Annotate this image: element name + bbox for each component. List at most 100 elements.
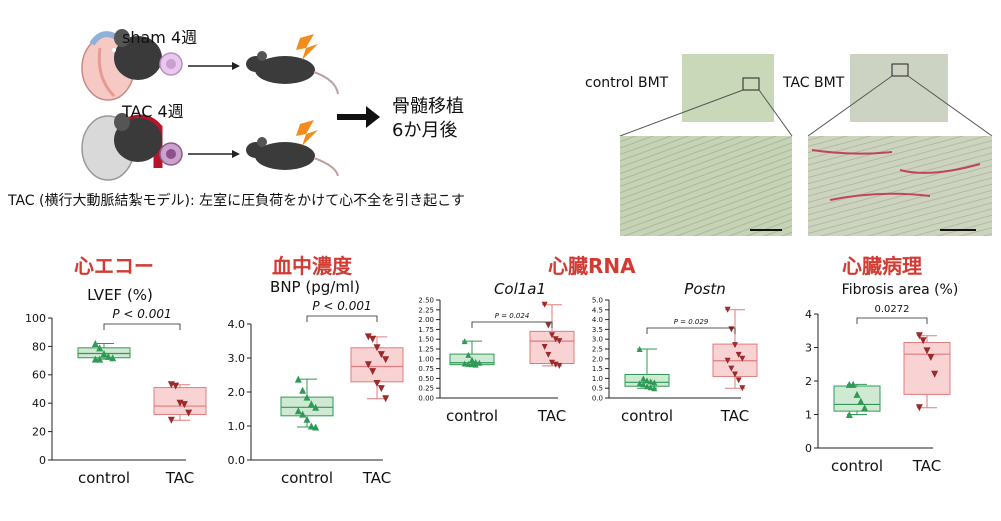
- y-tick-label: 2.00: [418, 316, 434, 324]
- big-right-arrow: [337, 106, 380, 128]
- y-tick-label: 1.0: [592, 375, 603, 383]
- bone-marrow-cell-tac: [159, 142, 183, 166]
- y-tick-label: 0: [805, 442, 812, 455]
- data-point-control: [465, 360, 472, 367]
- data-point-TAC: [377, 351, 385, 359]
- data-point-control: [307, 422, 315, 430]
- data-point-control: [644, 383, 650, 390]
- data-point-control: [640, 375, 647, 382]
- data-point-TAC: [377, 385, 385, 393]
- control-zoom-image: [620, 136, 792, 236]
- x-category-label: TAC: [720, 407, 749, 425]
- y-tick-label: 0.25: [418, 385, 434, 393]
- data-point-control: [472, 361, 479, 368]
- y-tick-label: 0.75: [418, 365, 434, 373]
- data-point-control: [644, 377, 650, 384]
- data-point-TAC: [735, 377, 742, 384]
- data-point-TAC: [369, 335, 377, 343]
- data-point-TAC: [728, 326, 735, 333]
- y-tick-label: 2.25: [418, 306, 434, 314]
- x-category-label: control: [281, 469, 333, 487]
- data-point-TAC: [369, 368, 377, 376]
- x-category-label: control: [831, 457, 883, 475]
- x-category-label: control: [78, 469, 130, 487]
- data-point-control: [303, 415, 311, 423]
- data-point-control: [299, 410, 307, 418]
- data-point-TAC: [739, 355, 746, 362]
- y-tick-label: 2.50: [418, 296, 434, 304]
- data-point-control: [476, 359, 483, 366]
- p-value-label: P < 0.001: [112, 307, 171, 321]
- data-point-control: [640, 381, 647, 388]
- data-point-control: [294, 407, 302, 415]
- data-point-TAC: [364, 333, 372, 341]
- data-point-control: [465, 351, 472, 358]
- data-point-TAC: [172, 382, 180, 390]
- box-control: [833, 385, 881, 412]
- data-point-TAC: [739, 385, 746, 392]
- data-point-TAC: [931, 370, 939, 378]
- chart-title: Fibrosis area (%): [842, 282, 959, 298]
- data-point-TAC: [382, 356, 390, 364]
- tac-thumbnail: [850, 54, 948, 122]
- data-point-control: [849, 380, 857, 388]
- data-point-control: [651, 379, 658, 386]
- y-tick-label: 3.5: [592, 326, 603, 334]
- p-value-label: P = 0.029: [674, 318, 709, 326]
- y-tick-label: 0.0: [228, 454, 246, 467]
- y-tick-label: 0: [39, 454, 46, 467]
- data-point-control: [469, 356, 475, 363]
- y-tick-label: 1.00: [418, 355, 434, 363]
- chart-title: Postn: [684, 280, 725, 298]
- chart-col1a1: Col1a10.000.250.500.751.001.251.501.752.…: [418, 280, 575, 425]
- y-tick-label: 60: [32, 369, 46, 382]
- data-point-control: [91, 340, 99, 348]
- x-category-label: TAC: [537, 407, 566, 425]
- data-point-control: [96, 344, 104, 352]
- data-point-TAC: [373, 380, 381, 387]
- y-tick-label: 2.0: [228, 386, 246, 399]
- x-category-label: TAC: [165, 469, 194, 487]
- data-point-control: [647, 378, 654, 385]
- data-point-control: [636, 380, 643, 387]
- y-tick-label: 100: [25, 312, 46, 325]
- experiment-schematic: [81, 29, 380, 181]
- data-point-control: [636, 346, 643, 352]
- y-tick-label: 0.50: [418, 375, 434, 383]
- data-point-TAC: [545, 351, 552, 358]
- data-point-TAC: [724, 357, 731, 364]
- data-point-control: [312, 423, 320, 431]
- data-point-control: [104, 352, 112, 360]
- y-tick-label: 2: [805, 375, 812, 388]
- mouse-recipient-tac: [246, 120, 339, 177]
- data-point-TAC: [180, 401, 188, 409]
- box-TAC: [350, 347, 404, 383]
- mouse-recipient-sham: [246, 34, 339, 95]
- control-bmt-label: control BMT: [585, 75, 669, 91]
- y-tick-label: 4: [805, 308, 812, 321]
- data-point-control: [100, 350, 108, 357]
- y-tick-label: 4.0: [592, 316, 603, 324]
- data-point-TAC: [549, 332, 555, 339]
- significance-bracket: [471, 321, 553, 328]
- data-point-control: [647, 384, 654, 391]
- data-point-TAC: [724, 306, 731, 313]
- y-tick-label: 2.0: [592, 355, 603, 363]
- data-point-TAC: [915, 404, 923, 412]
- data-point-control: [109, 354, 117, 362]
- data-point-TAC: [364, 361, 372, 369]
- data-point-TAC: [167, 416, 175, 424]
- section-title-path: 心臓病理: [842, 254, 922, 278]
- data-point-TAC: [732, 371, 738, 378]
- data-point-TAC: [735, 351, 742, 358]
- data-point-control: [96, 355, 104, 363]
- histology-panel: [619, 54, 993, 236]
- data-point-control: [651, 385, 658, 392]
- y-tick-label: 5.0: [592, 296, 603, 304]
- x-category-label: control: [446, 407, 498, 425]
- y-tick-label: 3.0: [228, 352, 246, 365]
- result-line-1: 骨髄移植: [392, 96, 464, 117]
- data-point-control: [461, 360, 468, 367]
- data-point-TAC: [373, 344, 381, 352]
